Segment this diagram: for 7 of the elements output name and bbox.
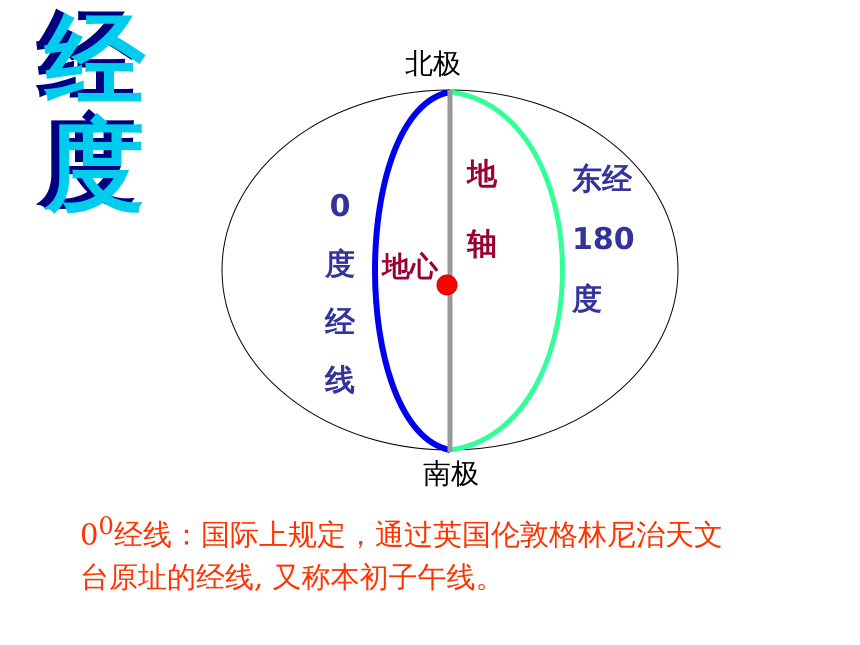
axis-label: 地轴 <box>467 156 498 264</box>
meridian-label: 东经180度 <box>572 161 632 319</box>
pole-label: 北极 <box>405 46 461 82</box>
meridian-label: 0度经线 <box>324 188 356 400</box>
pole-label: 南极 <box>423 456 479 492</box>
note: 0$^{0}$经线：国际上规定，通过英国伦敦格林尼治天文台原址的经线, 又称本初子午线。 <box>80 511 724 596</box>
center-label: 地心 <box>382 249 438 285</box>
